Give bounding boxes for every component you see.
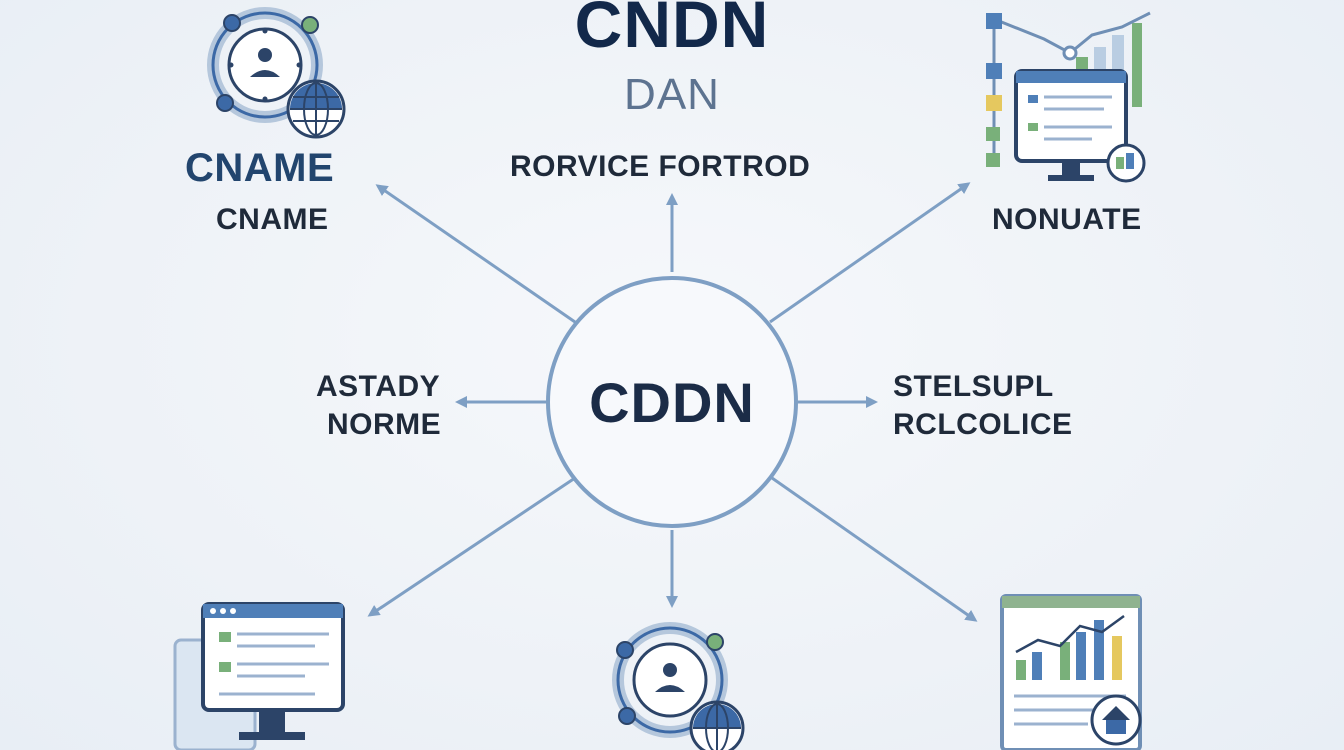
node-top-left-heading: CNAME <box>185 146 335 190</box>
user-globe-icon <box>612 622 745 750</box>
node-left-label-line1: ASTADY <box>316 370 441 403</box>
diagram-subtitle: DAN <box>624 70 720 119</box>
node-top-left-label: CNAME <box>216 203 329 236</box>
node-top-right-label: NONUATE <box>992 203 1142 236</box>
node-right-label-line1: STELSUPL <box>893 370 1054 403</box>
arrow-bottom-left <box>367 476 576 617</box>
arrow-bottom-right <box>771 476 978 622</box>
arrow-top-right <box>769 182 971 324</box>
node-top-label: RORVICE FORTROD <box>510 150 811 183</box>
analytics-report-icon <box>1000 594 1142 750</box>
monitor-docs-icon <box>173 602 345 750</box>
center-circle <box>546 276 798 528</box>
network-monitor-icon <box>986 11 1151 183</box>
node-right-label-line2: RCLCOLICE <box>893 408 1073 441</box>
center-label: CDDN <box>589 371 755 434</box>
node-left-label-line2: NORME <box>327 408 442 441</box>
diagram-title: CNDN <box>574 0 770 61</box>
user-globe-icon <box>207 7 346 139</box>
arrow-top-left <box>375 184 576 324</box>
